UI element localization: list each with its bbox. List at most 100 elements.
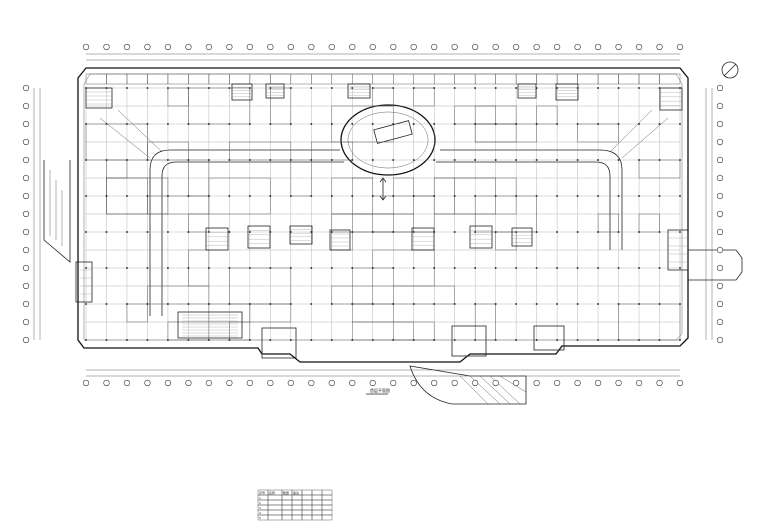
axis-bubble-left [22,282,30,290]
core-outline [265,83,285,99]
shop-unit [474,303,496,341]
shop-unit [495,231,517,251]
structural-column [351,159,354,161]
axis-bubble-bottom [328,379,335,387]
structural-column [392,195,395,197]
stair-core [265,83,285,99]
stair-core [469,225,493,249]
facade-bay [229,73,251,85]
stair-cores [75,83,689,303]
structural-column [515,87,517,89]
axis-bubble-top [676,43,684,51]
axis-bubble-right [716,336,724,344]
structural-column [330,87,333,89]
axis-bubble-bottom [267,379,274,387]
structural-column [392,303,395,305]
structural-column [371,339,374,341]
structural-column [535,87,538,89]
structural-column [351,339,354,341]
legend-cell [301,489,313,496]
structural-column [269,303,272,305]
structural-column [187,303,190,305]
axis-bubble-bottom [554,379,561,387]
structural-column [638,87,640,89]
structural-column [494,159,497,161]
diagonal-corridor-left [99,109,163,159]
facade-bay [433,73,455,85]
structural-column [167,339,169,341]
structural-column [249,87,251,89]
shop-unit [372,213,394,233]
structural-column [351,231,354,233]
structural-column [474,303,476,305]
axis-bubble-top [656,43,663,51]
structural-column [290,159,292,161]
legend-cell [291,499,303,506]
structural-column [167,159,169,161]
shop-unit [618,303,681,341]
structural-column [576,123,579,125]
structural-column [146,231,149,233]
structural-column [167,195,169,197]
axis-bubble-left [22,318,30,326]
north-arrow-icon [721,61,739,79]
facade-bay [188,73,210,85]
axis-bubble-bottom [676,379,684,387]
structural-column [187,87,190,89]
structural-column [105,303,108,305]
structural-column [249,303,251,305]
legend-cell [267,499,283,506]
structural-column [310,303,313,305]
facade-bay [618,73,640,85]
structural-column [515,159,517,161]
legend-cell-text: 5 [259,516,261,520]
legend-cell-text: 3 [259,506,261,510]
shop-unit [106,159,128,179]
axis-bubble-left [22,336,30,344]
stair-core [75,261,93,303]
structural-column [167,87,169,89]
diagonal-corridor-right [609,109,669,159]
axis-bubble-top [533,43,540,51]
structural-column [269,123,272,125]
structural-column [85,195,87,197]
core-outline [659,87,683,111]
structural-column [433,87,436,89]
axis-bubble-right [716,282,724,290]
structural-column [330,339,333,341]
structural-column [330,159,333,161]
structural-column [556,123,558,125]
north-shop-bays [85,73,681,85]
axis-bubble-top [287,43,294,51]
structural-column [412,195,415,197]
structural-column [392,123,395,125]
structural-column [556,303,558,305]
structural-column [474,123,476,125]
legend-cell [321,494,333,501]
structural-column [392,87,395,89]
stair-core [247,225,271,249]
structural-column [208,123,210,125]
structural-column [330,231,333,233]
facade-bay [638,73,660,85]
structural-column [228,231,231,233]
structural-column [167,267,169,269]
axis-bubble-right [716,192,724,200]
legend-cell [321,509,333,516]
structural-column [658,231,661,233]
stair-core [85,87,113,109]
shop-unit [147,195,210,215]
axis-bubble-top [144,43,151,51]
structural-column [371,159,374,161]
axis-bubble-bottom [349,379,356,387]
facade-bay [249,73,271,85]
legend-cell [291,509,303,516]
structural-column [412,123,415,125]
structural-column [249,339,251,341]
structural-column [617,303,620,305]
axis-bubble-bottom [226,379,233,387]
structural-column [597,87,599,89]
axis-bubble-bottom [410,379,417,387]
structural-column [679,267,681,269]
shop-unit [270,87,292,125]
